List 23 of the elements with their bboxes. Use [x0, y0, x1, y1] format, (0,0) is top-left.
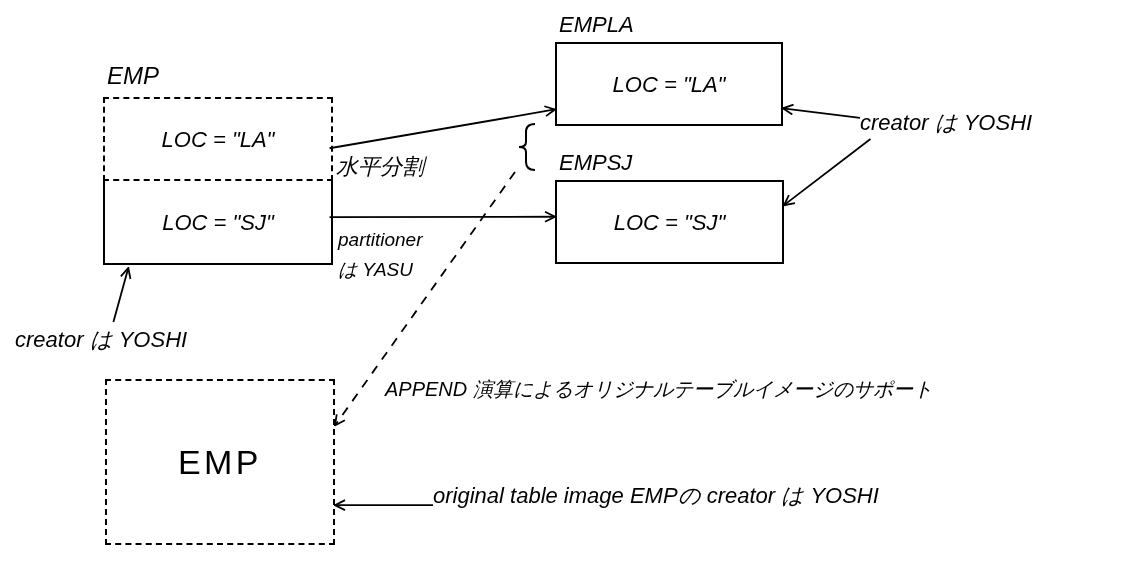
condition-text: LOC = "SJ" [613, 208, 726, 237]
dashed-table-box [105, 379, 335, 545]
table-name: EMP [178, 441, 262, 483]
table-row [103, 181, 333, 265]
annotation-text: creator は YOSHI [860, 109, 1034, 137]
condition-text: LOC = "SJ" [162, 208, 274, 237]
arrow [112, 267, 132, 323]
condition-text: LOC = "LA" [612, 70, 726, 99]
arrow [782, 103, 861, 119]
arrow [328, 105, 556, 150]
condition-text: LOC = "LA" [161, 125, 275, 154]
annotation-text: original table image EMPの creator は YOSHI [433, 482, 880, 510]
arrow [783, 138, 872, 207]
dashed-arrow [334, 171, 516, 427]
table-name: EMPSJ [559, 149, 633, 177]
annotation-text: APPEND 演算によるオリジナルテーブルイメージのサポート [385, 377, 933, 402]
annotation-text: partitioner は YASU [338, 228, 424, 282]
arrow [328, 210, 556, 223]
table-row [103, 97, 333, 181]
table-name: EMP [107, 61, 159, 91]
table-name: EMPLA [559, 11, 634, 39]
annotation-text: creator は YOSHI [15, 326, 189, 354]
arrow [334, 499, 434, 512]
